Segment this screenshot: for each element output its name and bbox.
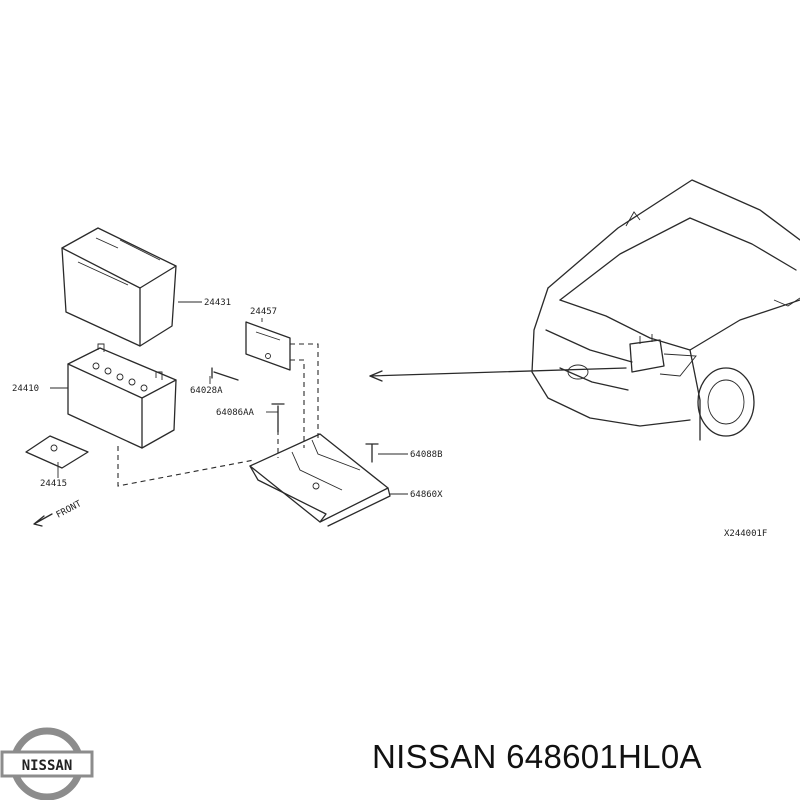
label-24410: 24410 [12,384,39,394]
battery-clamp [25,435,89,472]
front-indicator: FRONT [33,499,84,527]
battery [67,343,177,449]
bolt-64088b [365,443,379,463]
bolt-64028a [211,367,239,381]
label-24415: 24415 [40,479,67,489]
bolt-64086aa [271,403,285,433]
part-caption: NISSAN 648601HL0A [372,738,702,775]
front-label: FRONT [55,499,84,521]
battery-caps [92,362,148,392]
label-64860x: 64860X [410,490,443,500]
label-64088b: 64088B [410,450,443,460]
label-24431: 24431 [204,298,231,308]
label-24457: 24457 [250,307,277,317]
battery-tray [249,433,391,527]
bracket [245,321,291,371]
label-64086aa: 64086AA [216,408,255,418]
assembly-lines [117,343,319,487]
battery-cover [61,227,177,347]
label-64028a: 64028A [190,386,223,396]
leader-lines [50,301,408,495]
logo-text: NISSAN [22,758,73,774]
reference-code: X244001F [724,529,767,539]
car-outline [531,179,800,441]
nissan-logo: NISSAN [0,727,94,801]
location-arrow [369,367,627,382]
